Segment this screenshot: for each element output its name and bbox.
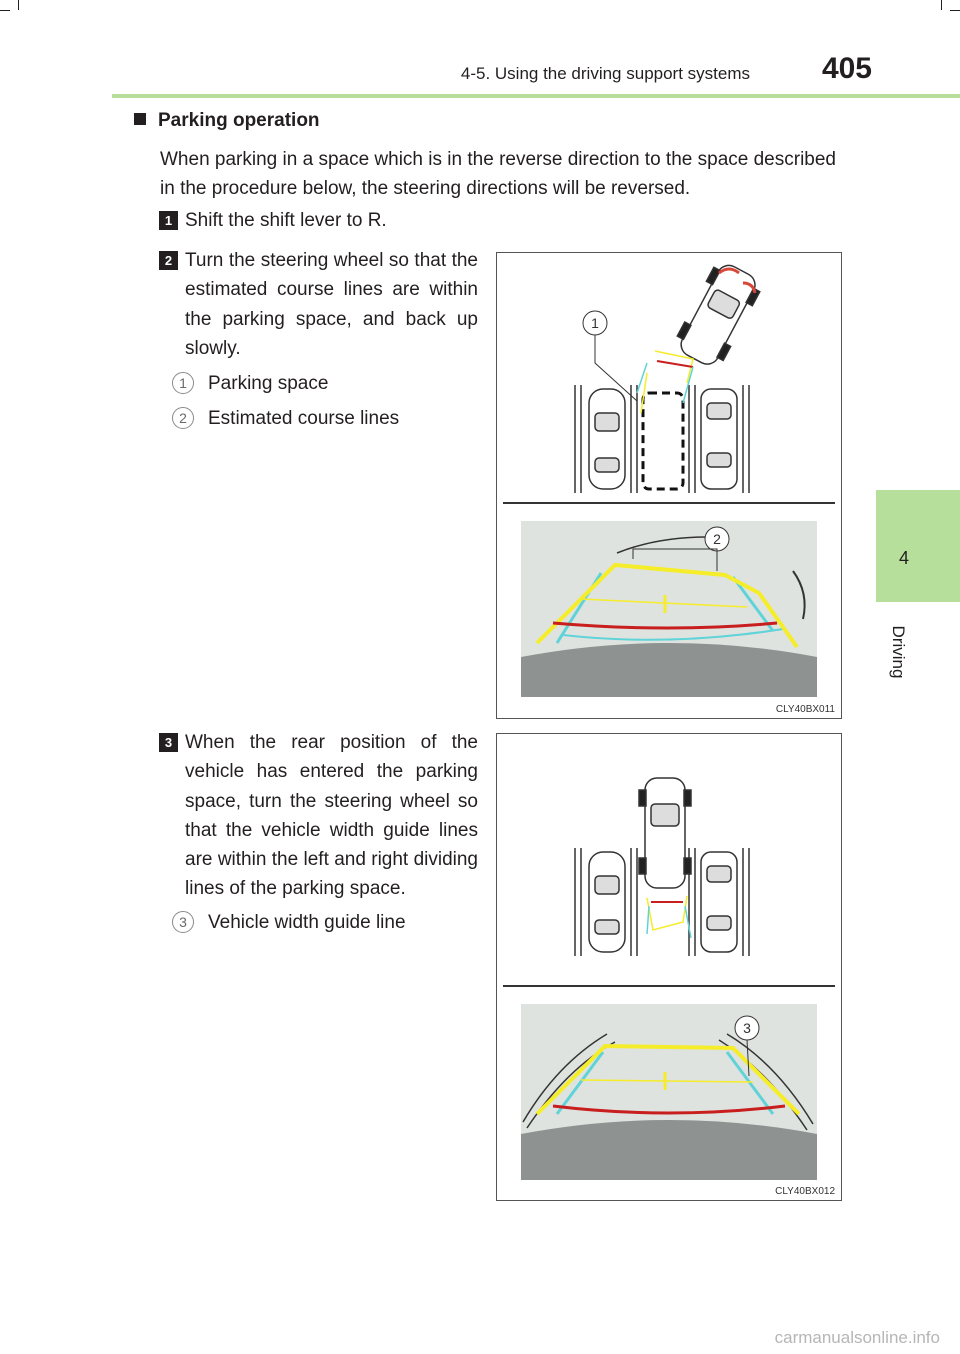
- chapter-tab-label-wrap: Driving: [868, 612, 928, 692]
- header-section-title: 4-5. Using the driving support systems: [460, 64, 750, 83]
- parked-car-right: [700, 388, 738, 490]
- square-bullet-icon: [134, 113, 146, 125]
- callout-estimated-course-lines: 2 Estimated course lines: [172, 407, 432, 431]
- camera-screen: [521, 1004, 817, 1180]
- callout-number: 1: [172, 372, 194, 394]
- section-heading: Parking operation: [134, 110, 320, 132]
- figure-callout-label: 3: [743, 1020, 751, 1036]
- reversing-car: [676, 264, 761, 365]
- callout-text: Estimated course lines: [208, 408, 400, 429]
- figure-code: CLY40BX011: [776, 704, 836, 715]
- page-number: 405: [821, 52, 872, 85]
- crop-mark: [941, 0, 942, 10]
- parking-space-outline: [641, 391, 685, 491]
- step-3-text: When the rear position of the vehicle ha…: [185, 732, 478, 900]
- callout-text: Parking space: [208, 373, 329, 394]
- figure-code: CLY40BX012: [775, 1186, 835, 1197]
- figure-illustration: 3 CLY40BX012: [503, 777, 835, 1197]
- parked-car-left: [588, 851, 626, 953]
- callout-parking-space: 1 Parking space: [172, 372, 432, 396]
- chapter-tab-label: Driving: [889, 625, 908, 679]
- parked-car-right: [700, 851, 738, 953]
- parked-car-left: [588, 388, 626, 490]
- step-1-text: Shift the shift lever to R.: [185, 210, 387, 231]
- camera-screen: [521, 521, 817, 697]
- footer-watermark: carmanualsonline.info: [774, 1328, 940, 1347]
- crop-mark: [0, 10, 10, 11]
- reversing-car: [638, 777, 692, 889]
- figure-callout-label: 1: [591, 315, 599, 331]
- step-number-2: 2: [159, 251, 178, 270]
- chapter-tab-number: 4: [898, 548, 909, 568]
- figure-parking-step-2: 1 2 CLY40BX011: [496, 252, 842, 719]
- step-number-3: 3: [159, 733, 178, 752]
- callout-text: Vehicle width guide line: [208, 912, 406, 933]
- crop-mark: [18, 0, 19, 10]
- callout-vehicle-width-guide-line: 3 Vehicle width guide line: [172, 911, 432, 935]
- section-intro: When parking in a space which is in the …: [160, 149, 836, 199]
- figure-illustration: 1 2 CLY40BX011: [503, 264, 836, 715]
- figure-parking-step-3: 3 CLY40BX012: [496, 733, 842, 1201]
- crop-mark: [950, 10, 960, 11]
- section-heading-text: Parking operation: [158, 110, 320, 131]
- step-2-text: Turn the steering wheel so that the esti…: [185, 250, 478, 359]
- figure-callout-label: 2: [713, 531, 721, 547]
- callout-number: 3: [172, 911, 194, 933]
- step-number-1: 1: [159, 211, 178, 230]
- chapter-tab: [876, 490, 960, 602]
- callout-number: 2: [172, 407, 194, 429]
- header-rule: [112, 94, 960, 98]
